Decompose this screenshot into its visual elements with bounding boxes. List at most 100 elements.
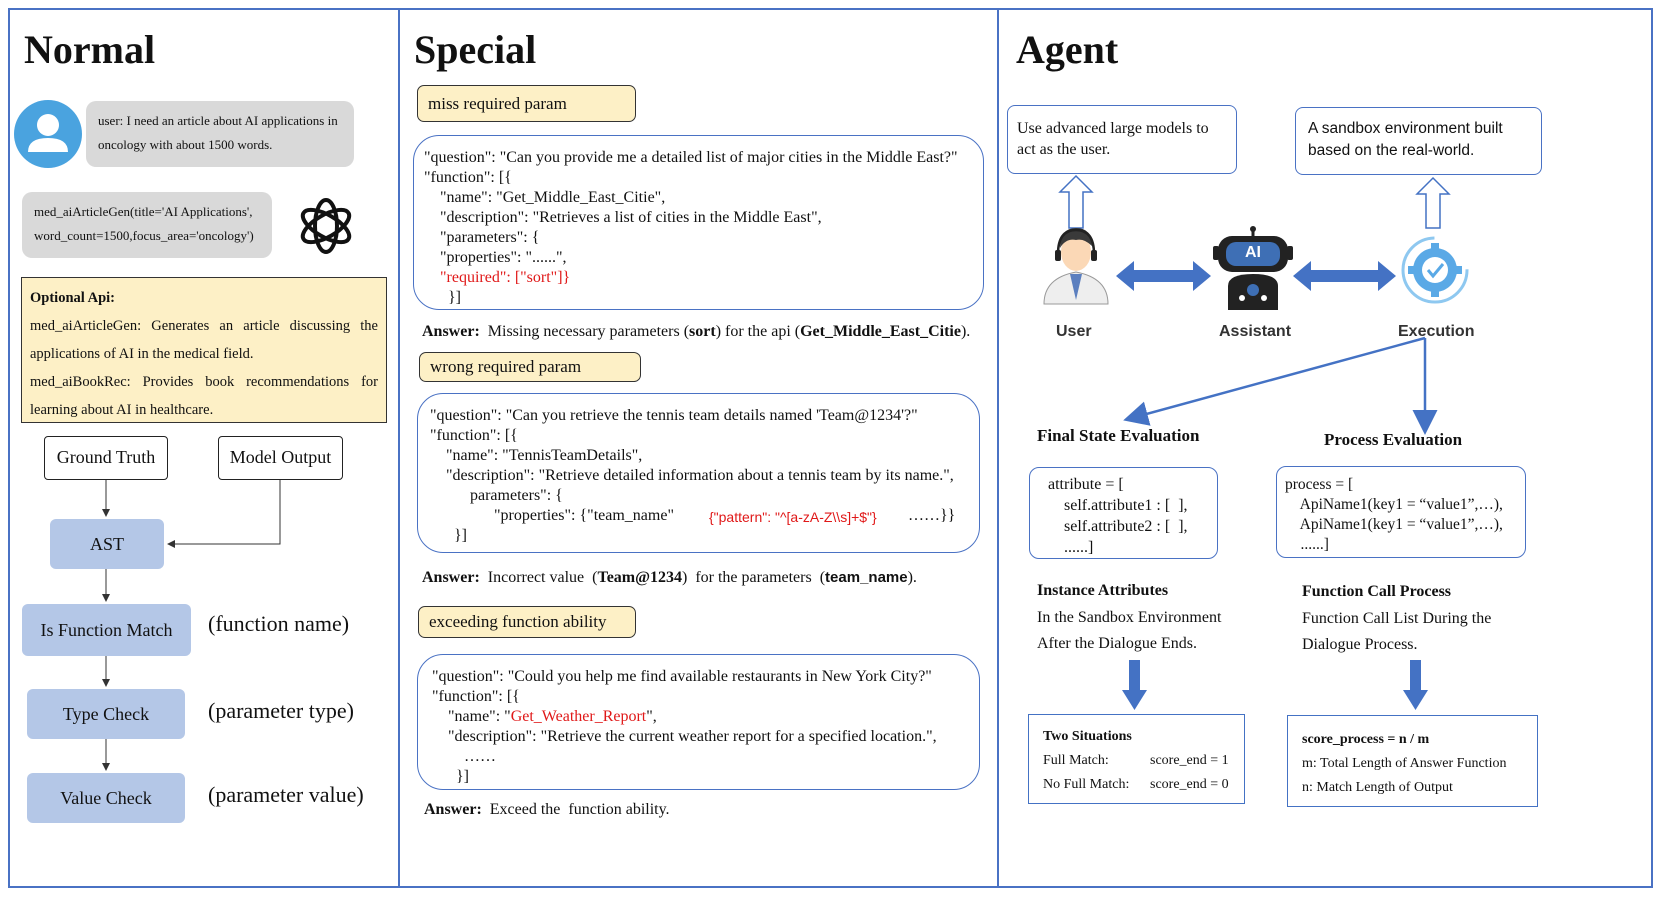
- two-situations-title: Two Situations: [1043, 729, 1132, 744]
- function-call-process-title: Function Call Process: [1302, 583, 1452, 600]
- code1-line: "function": [{: [424, 169, 512, 186]
- tag-wrong-required-param: wrong required param: [419, 352, 641, 382]
- code3-name-end: ",: [646, 708, 657, 725]
- execution-gear-icon: [1401, 236, 1469, 304]
- code1-line: }]: [424, 289, 462, 306]
- answer-1: Answer: Missing necessary parameters (so…: [422, 323, 970, 341]
- answer-2-text: ) for the parameters (: [682, 569, 826, 586]
- answer-1-param: sort: [689, 323, 716, 340]
- no-full-match-score: score_end = 0: [1150, 777, 1229, 792]
- attr-line: attribute = [: [1048, 476, 1124, 493]
- step-function-match-box: Is Function Match: [22, 604, 191, 656]
- code1-line: "properties": "......",: [424, 249, 567, 266]
- execution-label: Execution: [1398, 323, 1475, 340]
- proc-line: process = [: [1285, 476, 1354, 493]
- user-label: User: [1056, 323, 1092, 340]
- optional-api-title: Optional Api:: [30, 290, 116, 306]
- code2-line: "name": "TennisTeamDetails",: [430, 447, 643, 464]
- heading-special: Special: [414, 27, 537, 72]
- code2-pattern: {"pattern": "^[a-zA-Z\\s]+$"}: [709, 509, 877, 525]
- code-block-2: "question": "Can you retrieve the tennis…: [417, 393, 980, 553]
- score-process-box: score_process = n / m m: Total Length of…: [1287, 715, 1538, 807]
- code2-line: "question": "Can you retrieve the tennis…: [430, 407, 918, 424]
- code2-line: }]: [430, 527, 468, 544]
- answer-3-text: Exceed the function ability.: [481, 801, 670, 818]
- answer-2: Answer: Incorrect value (Team@1234) for …: [422, 569, 917, 587]
- two-situations-box: Two Situations Full Match: score_end = 1…: [1028, 714, 1245, 804]
- answer-1-text: ).: [960, 323, 971, 340]
- answer-2-param: team_name: [825, 569, 908, 586]
- code3-line: "name": "Get_Weather_Report",: [432, 707, 657, 727]
- proc-line: ApiName1(key1 = “value1”,…),: [1285, 496, 1503, 513]
- code2-line: "description": "Retrieve detailed inform…: [430, 467, 954, 484]
- instance-attributes-title: Instance Attributes: [1037, 582, 1169, 599]
- code1-line: "question": "Can you provide me a detail…: [424, 149, 958, 166]
- ast-box: AST: [50, 519, 164, 569]
- code1-line: "description": "Retrieves a list of citi…: [424, 209, 822, 226]
- code2-line: parameters": {: [430, 487, 563, 504]
- code3-line: }]: [432, 768, 470, 785]
- user-role-box: Use advanced large models to act as the …: [1007, 105, 1237, 174]
- instance-attributes-line2: After the Dialogue Ends.: [1037, 635, 1197, 652]
- optional-api-line1: med_aiArticleGen: Generates an article d…: [30, 318, 378, 362]
- robot-icon: [1213, 226, 1293, 310]
- score-n-definition: n: Match Length of Output: [1302, 780, 1453, 795]
- code2-line: "function": [{: [430, 427, 518, 444]
- agent-diagram-graphics: [1043, 174, 1469, 710]
- optional-api-box: Optional Api: med_aiArticleGen: Generate…: [21, 277, 387, 423]
- answer-2-text: Incorrect value (: [479, 569, 598, 586]
- ground-truth-box: Ground Truth: [44, 436, 168, 480]
- answer-1-text: ) for the api (: [715, 323, 801, 340]
- sandbox-env-box: A sandbox environment built based on the…: [1295, 107, 1542, 175]
- instance-attributes-line1: In the Sandbox Environment: [1037, 609, 1222, 626]
- answer-1-api: Get_Middle_East_Citie: [800, 323, 961, 340]
- no-full-match-label: No Full Match:: [1043, 777, 1130, 792]
- code-block-1: "question": "Can you provide me a detail…: [413, 135, 984, 310]
- answer-3-label: Answer:: [424, 801, 482, 818]
- assistant-logo-icon: [292, 192, 360, 260]
- normal-flow-arrows: [102, 480, 281, 771]
- proc-line: ......]: [1285, 536, 1329, 553]
- divider-right: [997, 8, 999, 888]
- step-value-check-note: (parameter value): [208, 782, 364, 807]
- divider-left: [398, 8, 400, 888]
- attr-line: ......]: [1048, 539, 1094, 556]
- user-avatar-icon: [14, 100, 82, 168]
- user-message-bubble: user: I need an article about AI applica…: [86, 101, 354, 167]
- step-type-check-note: (parameter type): [208, 698, 354, 723]
- robot-ai-text: AI: [1245, 244, 1261, 261]
- optional-api-line2: med_aiBookRec: Provides book recommendat…: [30, 374, 378, 418]
- process-evaluation-title: Process Evaluation: [1324, 430, 1463, 449]
- process-code-box: process = [ ApiName1(key1 = “value1”,…),…: [1276, 466, 1526, 558]
- code-block-3: "question": "Could you help me find avai…: [417, 654, 980, 790]
- heading-agent: Agent: [1016, 27, 1119, 72]
- step-type-check-box: Type Check: [27, 689, 185, 739]
- answer-1-text: Missing necessary parameters (: [479, 323, 690, 340]
- code1-line: "parameters": {: [424, 229, 540, 246]
- code3-name-key: "name": ": [432, 708, 511, 725]
- outer-frame: [8, 8, 1653, 888]
- full-match-score: score_end = 1: [1150, 753, 1229, 768]
- code3-line: "description": "Retrieve the current wea…: [432, 728, 937, 745]
- proc-line: ApiName1(key1 = “value1”,…),: [1285, 516, 1503, 533]
- answer-2-label: Answer:: [422, 569, 480, 586]
- function-call-process-line2: Dialogue Process.: [1302, 636, 1418, 653]
- answer-1-label: Answer:: [422, 323, 480, 340]
- attr-line: self.attribute2 : [ ],: [1048, 518, 1188, 535]
- code3-name-value: Get_Weather_Report: [510, 708, 647, 725]
- code2-line: "properties": {"team_name": [430, 507, 674, 524]
- attribute-code-box: attribute = [ self.attribute1 : [ ], sel…: [1029, 467, 1218, 559]
- code2-line: ……}}: [904, 507, 956, 524]
- step-value-check-box: Value Check: [27, 773, 185, 823]
- heading-normal: Normal: [24, 27, 156, 72]
- full-match-label: Full Match:: [1043, 753, 1109, 768]
- score-m-definition: m: Total Length of Answer Function: [1302, 756, 1507, 771]
- tag-exceeding-function-ability: exceeding function ability: [418, 606, 636, 638]
- answer-2-text: ).: [907, 569, 917, 586]
- code3-line: "question": "Could you help me find avai…: [432, 668, 932, 685]
- final-state-evaluation-title: Final State Evaluation: [1037, 426, 1200, 445]
- user-icon: [1043, 228, 1109, 305]
- code3-line: ……: [432, 748, 496, 765]
- assistant-label: Assistant: [1219, 323, 1292, 340]
- model-output-box: Model Output: [218, 436, 343, 480]
